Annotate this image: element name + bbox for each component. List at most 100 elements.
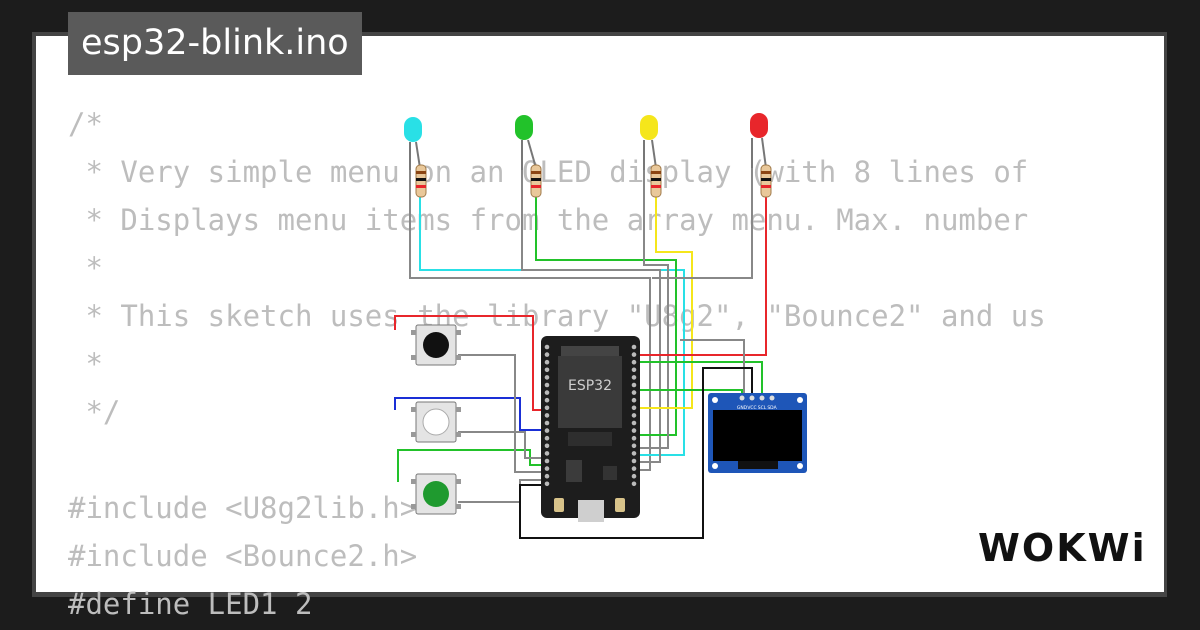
esp32-pin <box>631 466 637 471</box>
esp32-pin <box>544 405 550 411</box>
esp32-pin <box>631 375 637 380</box>
pushbutton-3[interactable] <box>411 473 461 515</box>
esp32-pin <box>544 451 550 456</box>
wire-green <box>535 190 677 436</box>
code-line: #define LED1 2 <box>68 587 313 621</box>
esp32-pin <box>544 435 550 441</box>
resistor-3[interactable] <box>650 164 662 198</box>
esp32-pin <box>544 420 550 426</box>
esp32-label: ESP32 <box>568 378 612 394</box>
oled-screen <box>713 410 802 461</box>
esp32-pin <box>544 397 550 403</box>
button-cap[interactable] <box>423 332 449 358</box>
oled-pin-label: VCC <box>747 405 756 411</box>
wire-red <box>636 190 767 356</box>
wire-green <box>636 361 763 398</box>
wire-gray <box>458 354 545 473</box>
wire-gray <box>458 431 545 459</box>
button-cap[interactable] <box>422 408 450 436</box>
code-line: */ <box>68 395 121 429</box>
esp32-pin <box>631 458 637 464</box>
wire-cyan <box>419 190 685 456</box>
resistor-1[interactable] <box>415 164 427 198</box>
esp32-pin <box>544 390 550 395</box>
esp32-module <box>558 356 622 428</box>
oled-pin-label: GND <box>737 405 748 411</box>
esp32-pin <box>544 473 550 479</box>
esp32-pin <box>544 466 550 471</box>
wire-gray <box>409 170 651 471</box>
led-bulb[interactable] <box>404 117 422 142</box>
resistor-2[interactable] <box>530 164 542 198</box>
esp32-pin <box>544 344 550 350</box>
esp32-pin <box>544 481 550 487</box>
esp32-pin <box>544 367 550 373</box>
led-4[interactable] <box>750 113 768 169</box>
esp32-pin <box>631 451 637 456</box>
button-cap[interactable] <box>423 481 449 507</box>
resistor-4[interactable] <box>760 164 772 198</box>
pushbutton-2[interactable] <box>411 401 461 443</box>
esp32-pin <box>631 443 637 449</box>
esp32-pin <box>631 473 637 479</box>
led-2[interactable] <box>515 115 537 170</box>
esp32-board[interactable]: ESP32 <box>541 336 640 522</box>
wire-black <box>519 367 753 539</box>
wire-gray <box>521 170 661 463</box>
wire-gray <box>652 145 753 279</box>
esp32-pin <box>631 352 637 357</box>
led-leg <box>651 139 657 169</box>
esp32-pin <box>544 359 550 365</box>
code-line: * <box>68 347 103 381</box>
led-1[interactable] <box>404 117 422 170</box>
oled-display[interactable]: GND VCC SCL SDA <box>708 393 807 473</box>
esp32-pin <box>631 413 637 418</box>
esp32-pin <box>544 352 550 357</box>
esp32-pin <box>631 390 637 395</box>
wire-gray <box>458 479 545 503</box>
esp32-pin <box>631 405 637 411</box>
esp32-pin <box>631 481 637 487</box>
wire-green <box>397 449 545 482</box>
led-leg <box>527 139 537 169</box>
pushbutton-1[interactable] <box>411 324 461 366</box>
wire-yellow <box>636 190 693 409</box>
pin-header-right <box>631 344 637 487</box>
usb-port <box>578 500 604 522</box>
esp32-pin <box>544 428 550 433</box>
code-line: * <box>68 251 103 285</box>
led-bulb[interactable] <box>515 115 533 140</box>
file-title: esp32-blink.ino <box>68 12 362 75</box>
code-line: #include <Bounce2.h> <box>68 539 418 573</box>
esp32-pin <box>544 458 550 464</box>
code-line: * Displays menu items from the array men… <box>68 203 1029 237</box>
code-preview: /* * Very simple menu on an OLED display… <box>68 100 1046 628</box>
led-bulb[interactable] <box>640 115 658 140</box>
esp32-pin <box>631 344 637 350</box>
wire-gray <box>636 150 669 449</box>
wires <box>394 145 767 539</box>
led-bulb[interactable] <box>750 113 768 138</box>
wokwi-logo[interactable]: WOKWi <box>978 526 1147 570</box>
wire-blue <box>394 397 545 431</box>
pin-header-left <box>544 344 550 487</box>
led-leg <box>415 141 421 169</box>
wire-gray <box>680 339 745 398</box>
esp32-pin <box>544 443 550 449</box>
esp32-pin <box>631 367 637 373</box>
esp32-pin <box>544 375 550 380</box>
esp32-pin <box>631 382 637 388</box>
esp32-pin <box>631 397 637 403</box>
esp32-pin <box>631 428 637 433</box>
led-3[interactable] <box>640 115 658 170</box>
code-line: #include <U8g2lib.h> <box>68 491 418 525</box>
project-card[interactable]: /* * Very simple menu on an OLED display… <box>36 36 1164 621</box>
code-line: * Very simple menu on an OLED display (w… <box>68 155 1029 189</box>
oled-pin-label: SDA <box>767 405 777 411</box>
esp32-pin <box>631 359 637 365</box>
code-line: /* <box>68 107 103 141</box>
esp32-pin <box>544 413 550 418</box>
esp32-pin <box>631 435 637 441</box>
oled-pin-label: SCL <box>758 405 767 411</box>
